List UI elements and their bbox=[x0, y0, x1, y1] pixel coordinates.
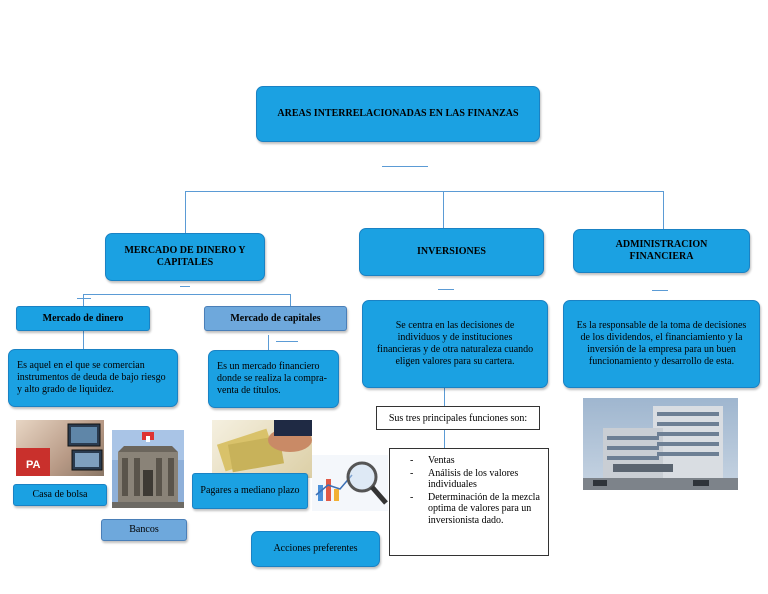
stock-screens-image: PA bbox=[16, 423, 103, 476]
connector-line bbox=[382, 166, 428, 167]
magnifier-chart-image bbox=[315, 461, 388, 505]
casa-de-bolsa-label: Casa de bolsa bbox=[32, 489, 88, 500]
connector-line bbox=[443, 191, 444, 228]
mercado-box: MERCADO DE DINERO Y CAPITALES bbox=[105, 233, 265, 281]
connector-line bbox=[290, 294, 291, 306]
mercado-capitales-desc: Es un mercado financiero donde se realiz… bbox=[217, 361, 327, 396]
inversiones-desc-box: Se centra en las decisiones de individuo… bbox=[362, 300, 548, 388]
root-title-box: AREAS INTERRELACIONADAS EN LAS FINANZAS bbox=[256, 86, 540, 142]
list-item: Determinación de la mezcla optima de val… bbox=[410, 492, 542, 527]
connector-line bbox=[185, 191, 664, 192]
casa-de-bolsa-box: Casa de bolsa bbox=[13, 484, 107, 506]
office-building-image bbox=[583, 406, 738, 490]
connector-line bbox=[185, 191, 186, 233]
connector-line bbox=[77, 298, 91, 299]
banco-photo bbox=[112, 430, 184, 508]
pagares-box: Pagares a mediano plazo bbox=[192, 473, 308, 509]
mercado-capitales-desc-box: Es un mercado financiero donde se realiz… bbox=[208, 350, 339, 408]
administracion-desc-box: Es la responsable de la toma de decision… bbox=[563, 300, 760, 388]
bancos-label: Bancos bbox=[129, 524, 159, 535]
connector-line bbox=[276, 341, 298, 342]
administracion-title: ADMINISTRACION FINANCIERA bbox=[615, 239, 708, 262]
connector-line bbox=[83, 294, 291, 295]
connector-line bbox=[663, 191, 664, 229]
list-item: Análisis de los valores individuales bbox=[410, 468, 542, 491]
edificio-photo bbox=[583, 398, 738, 490]
connector-line bbox=[438, 289, 454, 290]
connector-line bbox=[652, 290, 668, 291]
connector-line bbox=[83, 331, 84, 349]
acciones-photo bbox=[312, 455, 388, 511]
administracion-box: ADMINISTRACION FINANCIERA bbox=[573, 229, 750, 273]
mercado-dinero-label: Mercado de dinero bbox=[42, 312, 124, 324]
connector-line bbox=[444, 430, 445, 448]
mercado-dinero-desc-box: Es aquel en el que se comercian instrume… bbox=[8, 349, 178, 407]
list-item: Ventas bbox=[410, 455, 542, 467]
mercado-capitales-label: Mercado de capitales bbox=[230, 312, 321, 324]
connector-line bbox=[180, 286, 190, 287]
money-hand-image bbox=[216, 420, 312, 473]
svg-text:PA: PA bbox=[26, 459, 41, 471]
connector-line bbox=[83, 294, 84, 306]
connector-line bbox=[444, 388, 445, 406]
connector-line bbox=[268, 335, 269, 350]
bancos-box: Bancos bbox=[101, 519, 187, 541]
mercado-dinero-box: Mercado de dinero bbox=[16, 306, 150, 331]
inversiones-desc: Se centra en las decisiones de individuo… bbox=[376, 320, 534, 367]
bank-building-image bbox=[112, 430, 184, 508]
casa-de-bolsa-photo: PA bbox=[16, 420, 104, 476]
pagares-photo bbox=[212, 420, 312, 478]
administracion-desc: Es la responsable de la toma de decision… bbox=[576, 320, 747, 367]
funciones-heading: Sus tres principales funciones son: bbox=[388, 412, 528, 424]
funciones-list-box: Ventas Análisis de los valores individua… bbox=[389, 448, 549, 556]
acciones-label: Acciones preferentes bbox=[273, 543, 358, 554]
funciones-heading-box: Sus tres principales funciones son: bbox=[376, 406, 540, 430]
inversiones-title: INVERSIONES bbox=[417, 246, 486, 257]
mercado-capitales-box: Mercado de capitales bbox=[204, 306, 347, 331]
root-title: AREAS INTERRELACIONADAS EN LAS FINANZAS bbox=[277, 108, 519, 119]
funciones-list: Ventas Análisis de los valores individua… bbox=[390, 449, 548, 526]
pagares-label: Pagares a mediano plazo bbox=[200, 485, 300, 496]
mercado-title: MERCADO DE DINERO Y CAPITALES bbox=[124, 245, 246, 268]
inversiones-box: INVERSIONES bbox=[359, 228, 544, 276]
mercado-dinero-desc: Es aquel en el que se comercian instrume… bbox=[17, 360, 166, 395]
acciones-box: Acciones preferentes bbox=[251, 531, 380, 567]
